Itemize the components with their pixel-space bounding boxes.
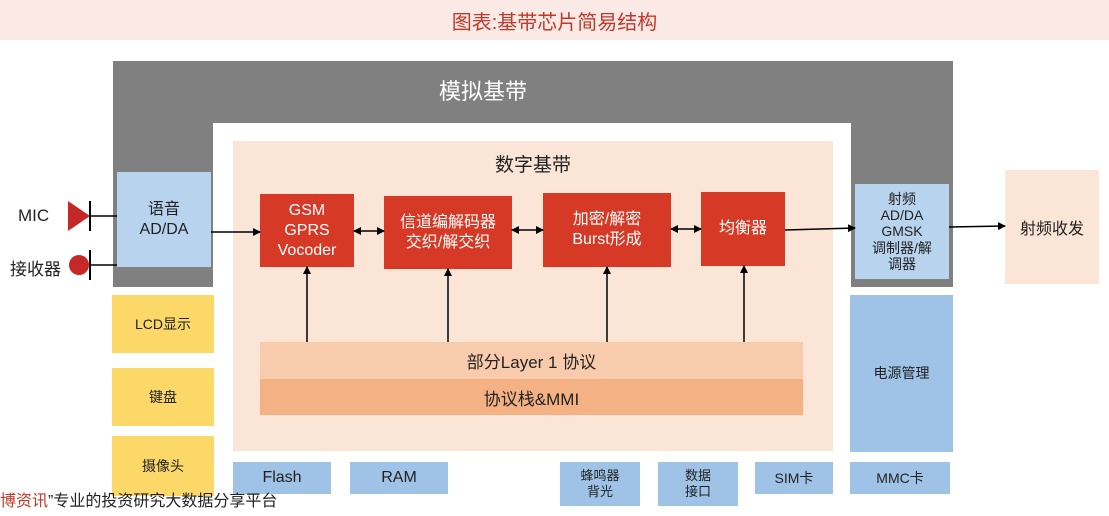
channel-codec-line-1: 信道编解码器 (399, 213, 496, 231)
mmc-card-block: MMC卡 (850, 462, 950, 494)
rf-modulator-line-1: 射频 (888, 191, 916, 208)
data-port-block: 数据 接口 (658, 462, 738, 506)
channel-codec-block: 信道编解码器 交织/解交织 (384, 196, 512, 269)
rf-modulator-line-2: AD/DA (880, 207, 924, 224)
receiver-icon (69, 250, 117, 280)
digital-baseband-label: 数字基带 (494, 154, 571, 176)
data-port-line-1: 数据 (684, 468, 711, 484)
power-management-block: 电源管理 (850, 295, 953, 452)
encryption-line-1: 加密/解密 (572, 211, 642, 228)
encryption-line-2: Burst形成 (572, 231, 642, 248)
vocoder-block: GSM GPRS Vocoder (260, 194, 354, 267)
voice-adda-line-1: 语音 (147, 200, 180, 218)
chart-title: 图表:基带芯片简易结构 (0, 0, 1109, 40)
vocoder-line-2: GPRS (284, 221, 330, 239)
protocol-stack-bar: 协议栈&MMI (260, 379, 803, 415)
channel-codec-line-2: 交织/解交织 (405, 233, 491, 251)
analog-baseband-label: 模拟基带 (438, 79, 527, 104)
arrow-rf-to-transceiver (948, 222, 1006, 231)
receiver-label: 接收器 (10, 260, 61, 279)
equalizer-block: 均衡器 (701, 192, 785, 266)
rf-transceiver-block: 射频收发 (1005, 170, 1099, 284)
vocoder-line-3: Vocoder (277, 241, 337, 259)
data-port-line-2: 接口 (684, 484, 711, 499)
layer1-protocol-bar: 部分Layer 1 协议 (260, 342, 803, 379)
footer-quote-mark: ” (48, 493, 54, 510)
arrow-equalizer-to-rf (784, 224, 856, 233)
vocoder-line-1: GSM (288, 201, 326, 219)
flash-block: Flash (233, 462, 331, 494)
mic-icon (68, 201, 117, 231)
voice-adda-block: 语音 AD/DA (117, 172, 211, 267)
footer-watermark: 博资讯”专业的投资研究大数据分享平台 (0, 487, 277, 513)
footer-slogan: 专业的投资研究大数据分享平台 (53, 493, 278, 510)
rf-modulator-line-4: 调制器/解 (872, 239, 932, 256)
rf-modulator-block: 射频 AD/DA GMSK 调制器/解 调器 (855, 184, 949, 279)
rf-modulator-line-3: GMSK (881, 223, 923, 240)
rf-modulator-line-5: 调器 (888, 255, 916, 272)
camera-block: 摄像头 (112, 436, 214, 496)
sim-card-block: SIM卡 (755, 462, 833, 494)
ram-block: RAM (350, 462, 448, 494)
mic-label: MIC (18, 206, 50, 225)
footer-brand: 博资讯 (0, 493, 49, 510)
encryption-block: 加密/解密 Burst形成 (543, 193, 671, 267)
keyboard-block: 键盘 (112, 368, 214, 426)
voice-adda-line-2: AD/DA (139, 220, 189, 238)
buzzer-line-1: 蜂鸣器 (580, 468, 620, 484)
buzzer-backlight-block: 蜂鸣器 背光 (560, 462, 640, 506)
buzzer-line-2: 背光 (586, 484, 613, 499)
lcd-display-block: LCD显示 (112, 295, 214, 353)
